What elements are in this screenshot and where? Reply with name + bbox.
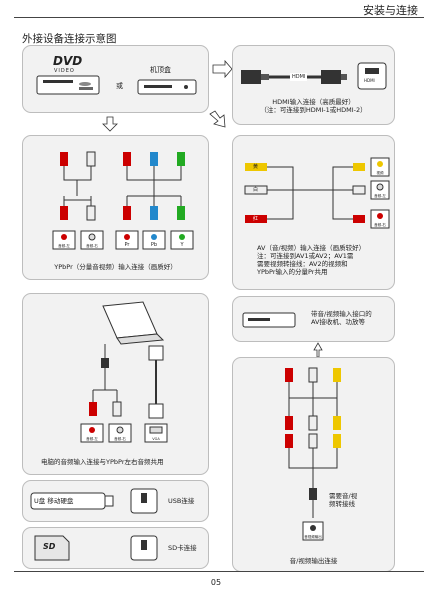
- dvd-logo-sub: VIDEO: [54, 68, 75, 74]
- down-arrow-icon: [102, 116, 118, 132]
- usb-device-label: U盘 移动硬盘: [34, 497, 74, 505]
- usb-graphic: [30, 488, 158, 514]
- av-tag-white: 白: [253, 187, 259, 193]
- av-output-panel: 需要音/视 频转接线 音视频输出 音/视频输出连接: [232, 357, 395, 572]
- av-output-graphic: [285, 367, 341, 541]
- pc-port-audio-left: 音频-左: [86, 437, 98, 441]
- av-receiver-graphic: [242, 312, 296, 328]
- pc-caption: 电脑的音频输入连接与YPbPr左右音频共用: [41, 458, 164, 466]
- sd-graphic: [34, 535, 158, 561]
- section-header: 安装与连接: [363, 4, 418, 17]
- hdmi-plug-label: HDMI: [290, 73, 308, 81]
- hdmi-port-label: HDMI: [364, 78, 375, 83]
- av-receiver-panel: 带音/视频输入接口的 AV接收机、功放等: [232, 296, 395, 342]
- av-port-video: 视频: [376, 171, 384, 175]
- source-devices-graphic: [36, 75, 197, 95]
- sd-panel: SD SD卡连接: [22, 527, 209, 569]
- receiver-line-1: 带音/视频输入接口的: [311, 310, 372, 318]
- av-note-3: YPbPr输入的分量Pr共用: [257, 268, 328, 276]
- ypbpr-port-pr: Pr: [124, 242, 130, 248]
- ypbpr-port-audio-right: 音频-右: [86, 244, 98, 248]
- ypbpr-port-pb: Pb: [150, 242, 158, 248]
- or-label: 或: [116, 82, 123, 90]
- av-panel: 黄 白 红 视频 音频-左 音频-右 AV（音/视频）输入连接（画质较好） 注：…: [232, 135, 395, 290]
- source-devices-panel: DVD VIDEO 或 机顶盒: [22, 45, 209, 113]
- cable-note-2: 频转接线: [329, 500, 355, 508]
- ypbpr-cable-graphic: [52, 151, 194, 250]
- page-title: 外接设备连接示意图: [22, 33, 117, 45]
- av-caption: AV（音/视频）输入连接（画质较好）: [257, 244, 366, 252]
- av-tag-red: 红: [253, 216, 259, 222]
- receiver-line-2: AV接收机、功放等: [311, 318, 365, 326]
- diagonal-arrow-icon: [209, 110, 226, 128]
- hdmi-caption: HDMI输入连接（高质最好）: [272, 98, 355, 106]
- av-tag-yellow: 黄: [253, 164, 259, 170]
- settop-box-label: 机顶盒: [150, 66, 171, 74]
- pc-connection-graphic: [80, 301, 168, 443]
- pc-port-vga: VGA: [152, 437, 160, 441]
- dvd-logo: DVD: [53, 54, 83, 68]
- av-port-audio-right: 音频-右: [374, 223, 386, 227]
- up-arrow-icon: [313, 342, 323, 358]
- av-output-caption: 音/视频输出连接: [289, 557, 338, 565]
- footer-rule: [14, 571, 424, 572]
- sd-card-logo: SD: [43, 542, 56, 551]
- right-arrow-icon: [212, 59, 233, 79]
- ypbpr-port-audio-left: 音频-左: [58, 244, 70, 248]
- hdmi-panel: HDMI HDMI HDMI输入连接（高质最好） （注：可连接到HDMI-1或H…: [232, 45, 395, 125]
- ypbpr-caption: YPbPr（分量音视频）输入连接（画质好）: [54, 263, 177, 271]
- usb-caption: USB连接: [168, 497, 195, 505]
- av-note-1: 注：可连接到AV1或AV2；AV1需: [257, 252, 354, 260]
- cable-note-1: 需要音/视: [329, 492, 358, 500]
- pc-panel: 音频-左 音频-右 VGA 电脑的音频输入连接与YPbPr左右音频共用: [22, 293, 209, 475]
- header-rule: [14, 17, 424, 18]
- page-number: 05: [210, 578, 222, 587]
- ypbpr-port-y: Y: [180, 242, 184, 248]
- av-out-jack-label: 音视频输出: [304, 535, 322, 539]
- ypbpr-panel: 音频-左 音频-右 Pr Pb Y YPbPr（分量音视频）输入连接（画质好）: [22, 135, 209, 280]
- hdmi-note: （注：可连接到HDMI-1或HDMI-2）: [260, 106, 367, 114]
- usb-panel: U盘 移动硬盘 USB连接: [22, 480, 209, 522]
- pc-port-audio-right: 音频-右: [114, 437, 126, 441]
- av-cable-graphic: [244, 157, 390, 229]
- av-note-2: 需要视频转接线：AV2的视频和: [257, 260, 348, 268]
- sd-caption: SD卡连接: [168, 544, 197, 552]
- av-port-audio-left: 音频-左: [374, 194, 386, 198]
